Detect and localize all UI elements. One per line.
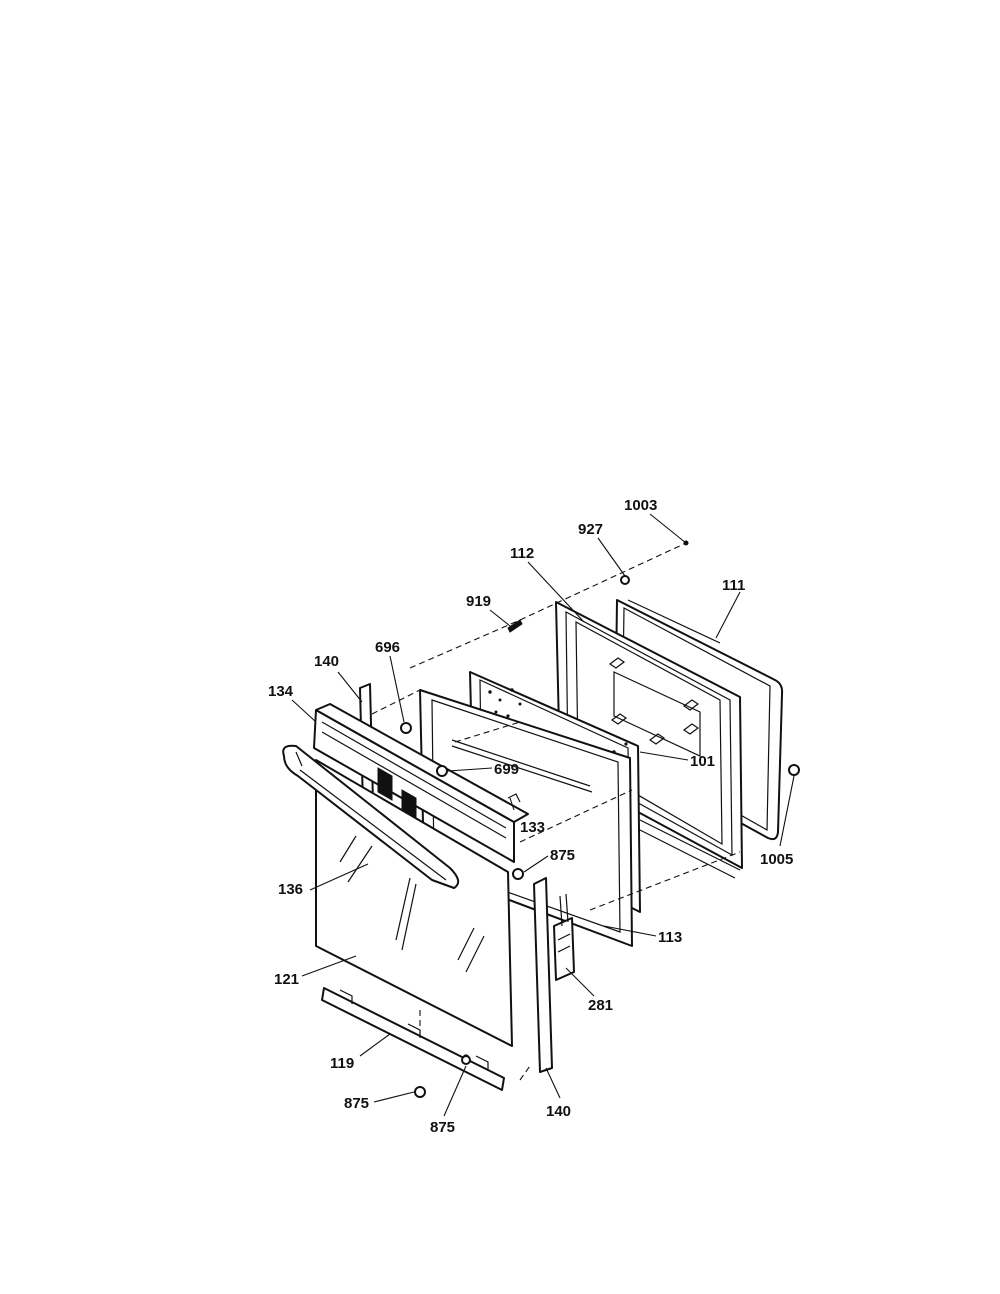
label-1005: 1005 bbox=[760, 851, 793, 868]
part-281-hinge bbox=[553, 893, 575, 981]
label-113: 113 bbox=[658, 929, 682, 946]
label-134: 134 bbox=[268, 683, 294, 700]
screw-699 bbox=[436, 765, 448, 777]
label-699: 699 bbox=[494, 761, 519, 778]
leader-lines bbox=[291, 513, 795, 1117]
part-140-right-side-trim bbox=[533, 877, 553, 1073]
label-875-left: 875 bbox=[344, 1095, 369, 1112]
part-136-door-handle bbox=[282, 744, 460, 889]
part-119-bottom-trim bbox=[321, 987, 505, 1091]
label-927: 927 bbox=[578, 521, 603, 538]
label-1003: 1003 bbox=[624, 497, 657, 514]
part-134-vent-trim bbox=[313, 703, 529, 863]
label-875-bottom: 875 bbox=[430, 1119, 455, 1136]
label-919: 919 bbox=[466, 593, 491, 610]
screw-875-mid bbox=[512, 868, 524, 880]
spacer-919 bbox=[507, 619, 523, 633]
screw-875-left bbox=[414, 1086, 426, 1098]
screw-875-bottom bbox=[461, 1055, 471, 1065]
label-875-mid: 875 bbox=[550, 847, 575, 864]
label-112: 112 bbox=[510, 545, 534, 562]
screw-696 bbox=[400, 722, 412, 734]
label-119: 119 bbox=[330, 1055, 354, 1072]
label-696: 696 bbox=[375, 639, 400, 656]
label-121: 121 bbox=[274, 971, 299, 988]
label-133: 133 bbox=[520, 819, 545, 836]
label-136: 136 bbox=[278, 881, 303, 898]
label-111: 111 bbox=[722, 577, 745, 594]
label-281: 281 bbox=[588, 997, 613, 1014]
clip-markers bbox=[608, 657, 700, 745]
washer-927 bbox=[620, 575, 630, 585]
part-121-outer-glass bbox=[315, 759, 513, 1047]
clip-133 bbox=[507, 793, 521, 803]
screw-1005 bbox=[788, 764, 800, 776]
part-labels: 1003 927 112 111 919 140 696 134 699 101… bbox=[268, 497, 793, 1136]
label-140-top: 140 bbox=[314, 653, 339, 670]
label-101: 101 bbox=[690, 753, 715, 770]
label-140-bottom: 140 bbox=[546, 1103, 571, 1120]
part-112-door-frame bbox=[555, 601, 743, 879]
assembly-guide-lines bbox=[371, 542, 741, 1081]
